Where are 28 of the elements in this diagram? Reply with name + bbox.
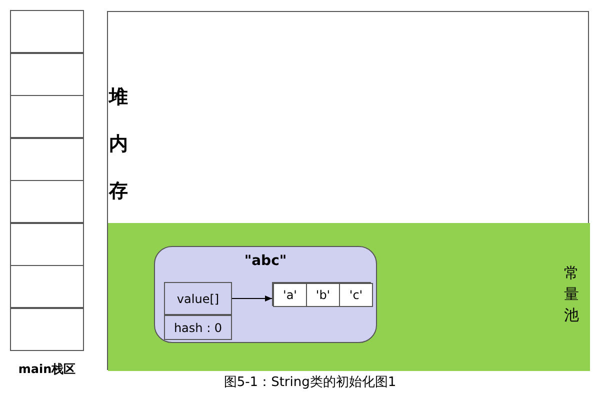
stack-slot <box>10 308 84 350</box>
heap-label: 堆内存 <box>109 85 129 204</box>
string-value-label: "abc" <box>244 253 287 269</box>
figure-caption: 图5-1：String类的初始化图1 <box>224 374 396 391</box>
array-cell <box>306 283 340 307</box>
array-cell <box>339 283 373 307</box>
arrow <box>232 296 272 302</box>
stack-label: main栈区 <box>18 361 76 378</box>
string-object-box <box>154 246 377 343</box>
stack-slot <box>10 265 84 308</box>
pool-label: 常量池 <box>564 263 580 326</box>
field-box <box>164 282 232 315</box>
field-box <box>164 315 232 340</box>
stack-slot <box>10 180 84 223</box>
stack-slot <box>10 95 84 138</box>
heap-area <box>107 11 589 370</box>
field-label: hash : 0 <box>172 320 224 334</box>
char-label: 'c' <box>348 288 364 302</box>
char-label: 'b' <box>314 288 332 302</box>
char-array <box>272 282 371 306</box>
array-cell <box>273 283 307 307</box>
constant-pool-area <box>108 223 590 371</box>
stack-slot <box>10 10 84 53</box>
char-label: 'a' <box>282 288 298 302</box>
field-label: value[] <box>176 292 220 306</box>
stack-slot <box>10 52 84 96</box>
stack-slot <box>10 138 84 180</box>
stack-slot <box>10 222 84 266</box>
